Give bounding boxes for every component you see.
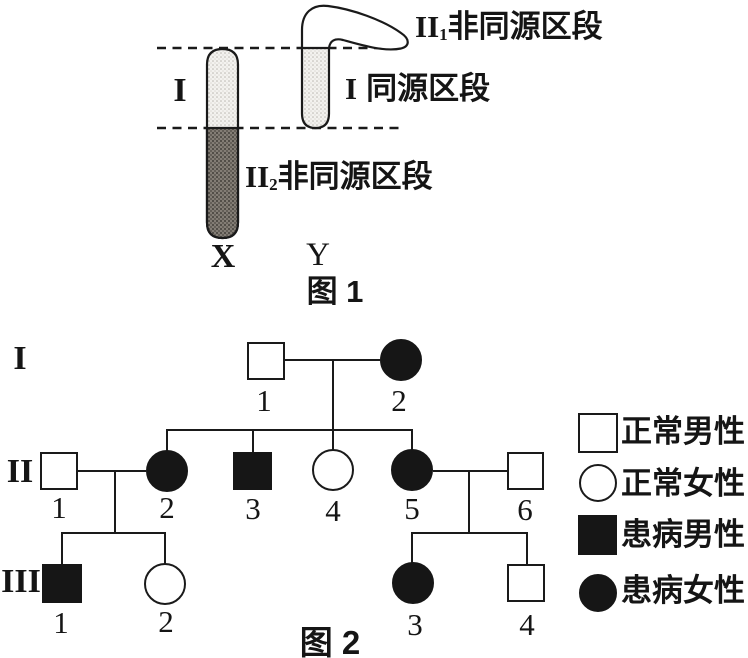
generation-label-2: II xyxy=(6,453,34,490)
individual-number-III-1: 1 xyxy=(53,605,69,640)
drop-line-II4 xyxy=(332,429,334,451)
individual-number-III-2: 2 xyxy=(158,604,174,639)
individual-number-II-4: 4 xyxy=(325,493,341,528)
individual-number-II-5: 5 xyxy=(404,491,420,526)
legend-swatch-affected-male xyxy=(578,515,617,555)
legend-swatch-normal-male xyxy=(578,413,618,453)
drop-line-III1 xyxy=(61,532,63,566)
individual-number-III-3: 3 xyxy=(407,607,423,642)
drop-line-II3 xyxy=(252,429,254,453)
figure2-caption: 图 2 xyxy=(299,624,361,658)
label-x-nonhomologous-numeral: II xyxy=(245,159,270,194)
label-y-nonhomologous-subscript: 1 xyxy=(439,25,448,45)
homologous-region-marker: I xyxy=(173,72,187,109)
sibship-line-family-right xyxy=(411,532,528,534)
descent-line-II1-II2 xyxy=(114,470,116,533)
label-y-nonhomologous-numeral: II xyxy=(415,9,440,44)
legend-label-affected-male: 患病男性 xyxy=(621,517,745,552)
legend-swatch-affected-female xyxy=(579,574,617,612)
label-homologous-numeral: I xyxy=(345,71,358,106)
drop-line-II5 xyxy=(411,429,413,451)
legend-label-normal-female: 正常女性 xyxy=(621,466,745,501)
legend-label-affected-female: 患病女性 xyxy=(621,573,745,608)
pedigree-individual-III-3 xyxy=(392,562,434,604)
pedigree-individual-III-1 xyxy=(42,564,82,603)
x-chromosome-label: X xyxy=(210,238,236,275)
drop-line-III2 xyxy=(164,532,166,565)
x-chromosome-nonhomologous-region xyxy=(205,126,240,240)
descent-line-II5-II6 xyxy=(468,470,470,533)
individual-number-II-3: 3 xyxy=(245,491,261,526)
pedigree-individual-II-4 xyxy=(312,449,354,491)
individual-number-II-1: 1 xyxy=(51,490,67,525)
pedigree-individual-II-6 xyxy=(507,452,544,490)
pedigree-individual-II-1 xyxy=(40,452,78,490)
marriage-line-II1-II2 xyxy=(78,470,146,472)
label-homologous-text: 同源区段 xyxy=(366,71,491,106)
pedigree-individual-II-2 xyxy=(146,450,188,492)
pedigree-individual-III-2 xyxy=(144,563,186,605)
individual-number-I-1: 1 xyxy=(256,383,272,418)
individual-number-I-2: 2 xyxy=(391,383,407,418)
label-y-nonhomologous-text: 非同源区段 xyxy=(447,9,603,44)
marriage-line-II5-II6 xyxy=(433,470,507,472)
sibship-line-family-left xyxy=(61,532,166,534)
pedigree-individual-II-3 xyxy=(233,452,272,490)
drop-line-III4 xyxy=(526,532,528,566)
pedigree-individual-III-4 xyxy=(507,564,545,602)
pedigree-individual-I-2 xyxy=(380,339,422,381)
descent-line-I-couple xyxy=(332,359,334,430)
individual-number-II-2: 2 xyxy=(159,490,175,525)
sibship-line-generation2 xyxy=(166,429,413,431)
pedigree-individual-II-5 xyxy=(391,449,433,491)
legend-swatch-normal-female xyxy=(579,464,617,502)
figure1-chromosome-diagram xyxy=(157,4,409,240)
generation-label-1: I xyxy=(13,340,27,377)
label-y-nonhomologous-segment: II1非同源区段 xyxy=(415,9,603,45)
y-chromosome-hook-segment xyxy=(300,4,409,51)
label-x-nonhomologous-subscript: 2 xyxy=(269,175,278,195)
individual-number-II-6: 6 xyxy=(517,492,533,527)
y-chromosome-label: Y xyxy=(306,237,330,273)
pedigree-individual-I-1 xyxy=(247,342,285,380)
figure1-caption: 图 1 xyxy=(306,274,364,309)
individual-number-III-4: 4 xyxy=(519,607,535,642)
generation-label-3: III xyxy=(1,563,41,600)
label-x-nonhomologous-text: 非同源区段 xyxy=(277,159,433,194)
y-chromosome-homologous-rod xyxy=(300,46,331,130)
drop-line-II2 xyxy=(166,429,168,452)
legend-label-normal-male: 正常男性 xyxy=(621,414,745,449)
drop-line-III3 xyxy=(411,532,413,564)
label-x-nonhomologous-segment: II2非同源区段 xyxy=(245,159,433,195)
